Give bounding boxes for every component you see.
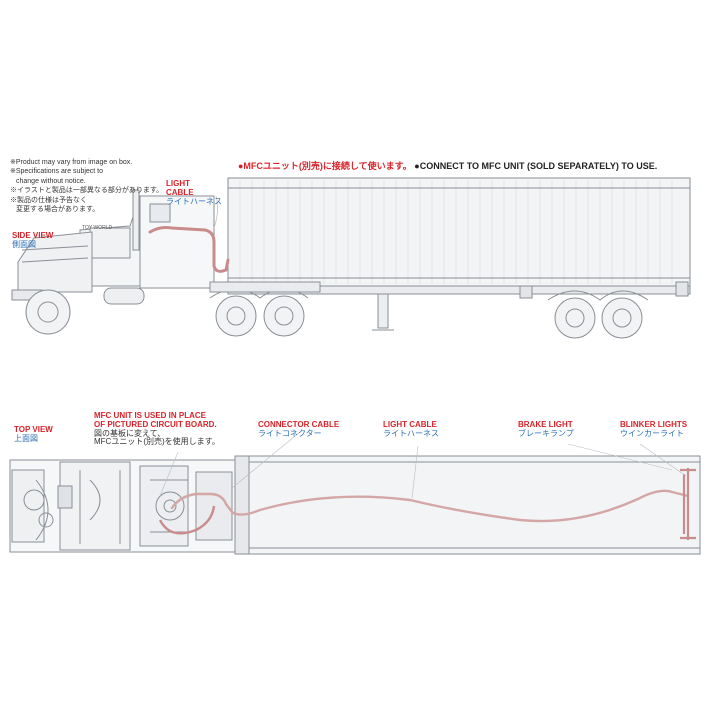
mfc-notice-jp: ●MFCユニット(別売)に接続して使います。 (238, 161, 412, 171)
connector-cable-jp: ライトコネクター (258, 428, 322, 438)
blinker-lights-en: BLINKER LIGHTS (620, 420, 688, 429)
note-line: ※製品の仕様は予告なく (10, 196, 87, 204)
mfc-note-en1: MFC UNIT IS USED IN PLACE (94, 411, 207, 420)
trailer-top (234, 455, 701, 555)
cab-door-text: TOY WORLD (82, 225, 113, 231)
side-view-title-jp: 側面図 (12, 239, 36, 249)
exhaust-stack (132, 189, 140, 251)
light-cable-top-jp: ライトハーネス (383, 428, 439, 438)
light-cable-top-label: LIGHT CABLE ライトハーネス (383, 420, 439, 439)
connector-cable-label: CONNECTOR CABLE ライトコネクター (258, 420, 340, 439)
mfc-notice: ●MFCユニット(別売)に接続して使います。 ●CONNECT TO MFC U… (238, 161, 658, 172)
top-view-label: TOP VIEW 上面図 (14, 425, 53, 444)
top-view-drawing (9, 455, 701, 555)
blinker-lights-jp: ウインカーライト (620, 428, 684, 438)
light-cable-side-jp: ライトハーネス (166, 196, 222, 206)
top-view-title-jp: 上面図 (14, 433, 38, 443)
rear-light-harness (680, 468, 696, 540)
light-cable-side-path (148, 226, 230, 273)
mfc-unit-note: MFC UNIT IS USED IN PLACE OF PICTURED CI… (94, 411, 220, 447)
mfc-note-jp1: 図の基板に変えて、 (94, 428, 166, 438)
light-cable-top-path (170, 489, 690, 523)
brake-light-en: BRAKE LIGHT (518, 420, 573, 429)
connector-cable-top-path (158, 505, 216, 535)
side-view-drawing (11, 177, 691, 339)
side-view-title-en: SIDE VIEW (12, 231, 54, 240)
note-line: ※Specifications are subject to (10, 168, 104, 176)
product-notes: ※Product may vary from image on box. ※Sp… (10, 158, 163, 215)
side-view-label: SIDE VIEW 側面図 (12, 231, 54, 250)
trailer-box-side (227, 177, 691, 287)
landing-gear (377, 293, 389, 329)
top-view-title-en: TOP VIEW (14, 425, 53, 434)
brake-light-jp: ブレーキランプ (518, 428, 574, 438)
blinker-lights-label: BLINKER LIGHTS ウインカーライト (620, 420, 688, 439)
trailer-wheels-side (547, 290, 649, 339)
mfc-note-jp2: MFCユニット(別売)を使用します。 (94, 437, 220, 447)
light-cable-side-label: LIGHT CABLE ライトハーネス (166, 179, 222, 206)
brake-light-label: BRAKE LIGHT ブレーキランプ (518, 420, 574, 439)
connector-cable-en: CONNECTOR CABLE (258, 420, 340, 429)
note-line: change without notice. (16, 177, 86, 185)
tractor-wheels-side (25, 288, 309, 337)
light-cable-side-en2: CABLE (166, 187, 194, 197)
mfc-notice-en: ●CONNECT TO MFC UNIT (SOLD SEPARATELY) T… (414, 161, 658, 171)
light-cable-top-en: LIGHT CABLE (383, 420, 437, 429)
light-cable-side-en: LIGHT (166, 179, 190, 188)
note-line: ※Product may vary from image on box. (10, 159, 133, 166)
mfc-note-en2: OF PICTURED CIRCUIT BOARD. (94, 419, 217, 429)
note-line: ※イラストと製品は一部異なる部分があります。 (10, 187, 164, 195)
note-line: 変更する場合があります。 (16, 206, 100, 214)
